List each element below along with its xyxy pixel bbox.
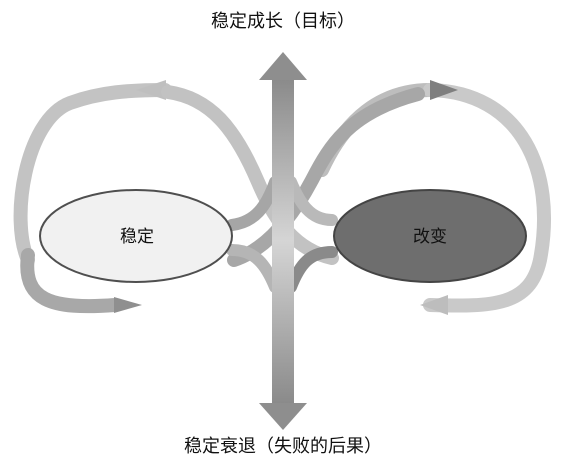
vertical-arrow-shaft xyxy=(272,78,294,404)
left-lower-loop-arrow xyxy=(20,248,122,314)
bottom-left-branch xyxy=(226,244,281,293)
lower-crossing-arc xyxy=(227,87,425,267)
left-loop-arrows xyxy=(13,80,172,314)
vertical-down-arrowhead xyxy=(259,403,307,430)
right-lower-arrowhead xyxy=(420,295,448,315)
left-upper-arrowhead xyxy=(136,80,166,100)
left-upper-loop-arrow xyxy=(13,83,172,267)
change-ellipse xyxy=(333,189,527,283)
vertical-up-arrowhead xyxy=(259,52,307,80)
change-label: 改变 xyxy=(413,227,447,247)
vertical-double-arrow xyxy=(259,52,307,430)
left-lower-arrowhead xyxy=(114,297,142,313)
right-upper-arrowhead xyxy=(430,80,458,100)
stable-ellipse xyxy=(39,189,233,283)
right-outer-loop-arrow xyxy=(423,83,551,313)
stable-node: 稳定 xyxy=(39,189,233,283)
top-goal-label: 稳定成长（目标） xyxy=(211,11,355,32)
bottom-right-branch xyxy=(285,246,338,293)
stable-label: 稳定 xyxy=(120,227,154,247)
change-node: 改变 xyxy=(333,189,527,283)
bottom-consequence-label: 稳定衰退（失败的后果） xyxy=(184,436,382,457)
upper-crossing-arc xyxy=(161,85,339,265)
